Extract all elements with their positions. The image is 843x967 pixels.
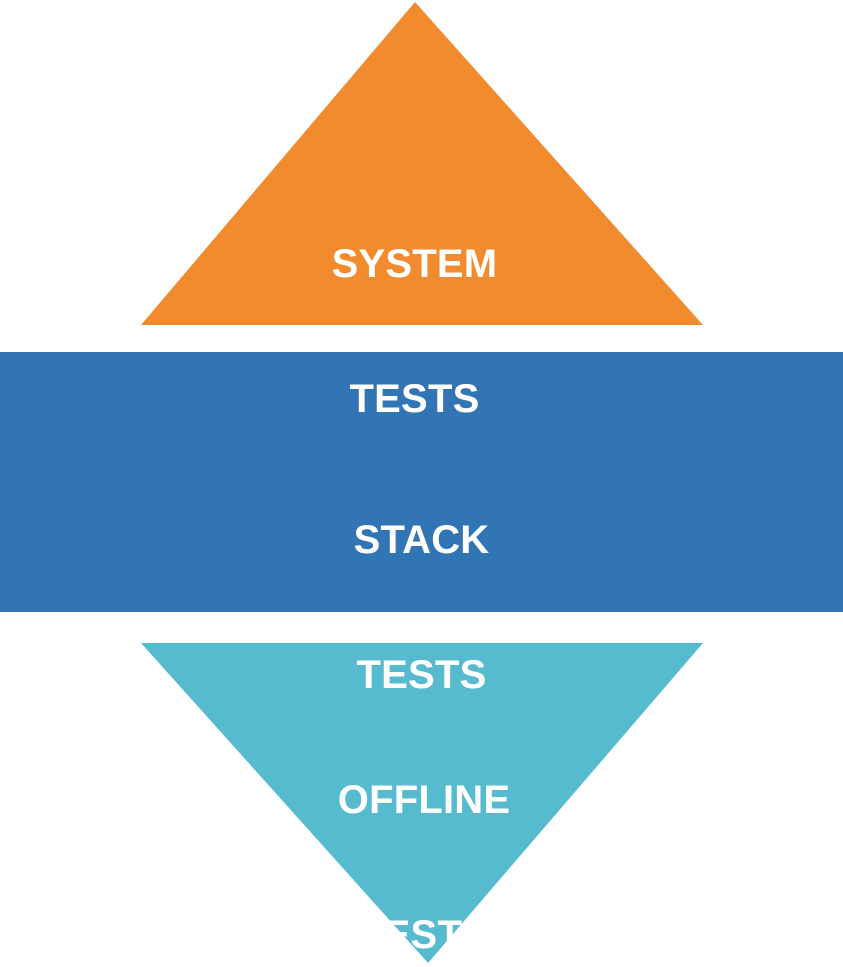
system-tests-label: SYSTEM TESTS (0, 152, 829, 512)
offline-tests-label-line2: TESTS (359, 913, 489, 957)
stack-tests-rectangle[interactable] (0, 352, 843, 612)
stack-tests-label-line2: TESTS (356, 653, 487, 697)
stack-tests-label: STACK TESTS (0, 428, 843, 788)
system-tests-label-line1: SYSTEM (331, 242, 498, 286)
system-tests-label-line2: TESTS (349, 377, 480, 421)
stack-tests-label-line1: STACK (353, 518, 490, 562)
offline-tests-label-line1: OFFLINE (337, 778, 511, 822)
offline-tests-triangle[interactable] (141, 643, 703, 963)
offline-tests-label: OFFLINE TESTS (0, 688, 843, 967)
system-tests-triangle[interactable] (141, 2, 703, 325)
